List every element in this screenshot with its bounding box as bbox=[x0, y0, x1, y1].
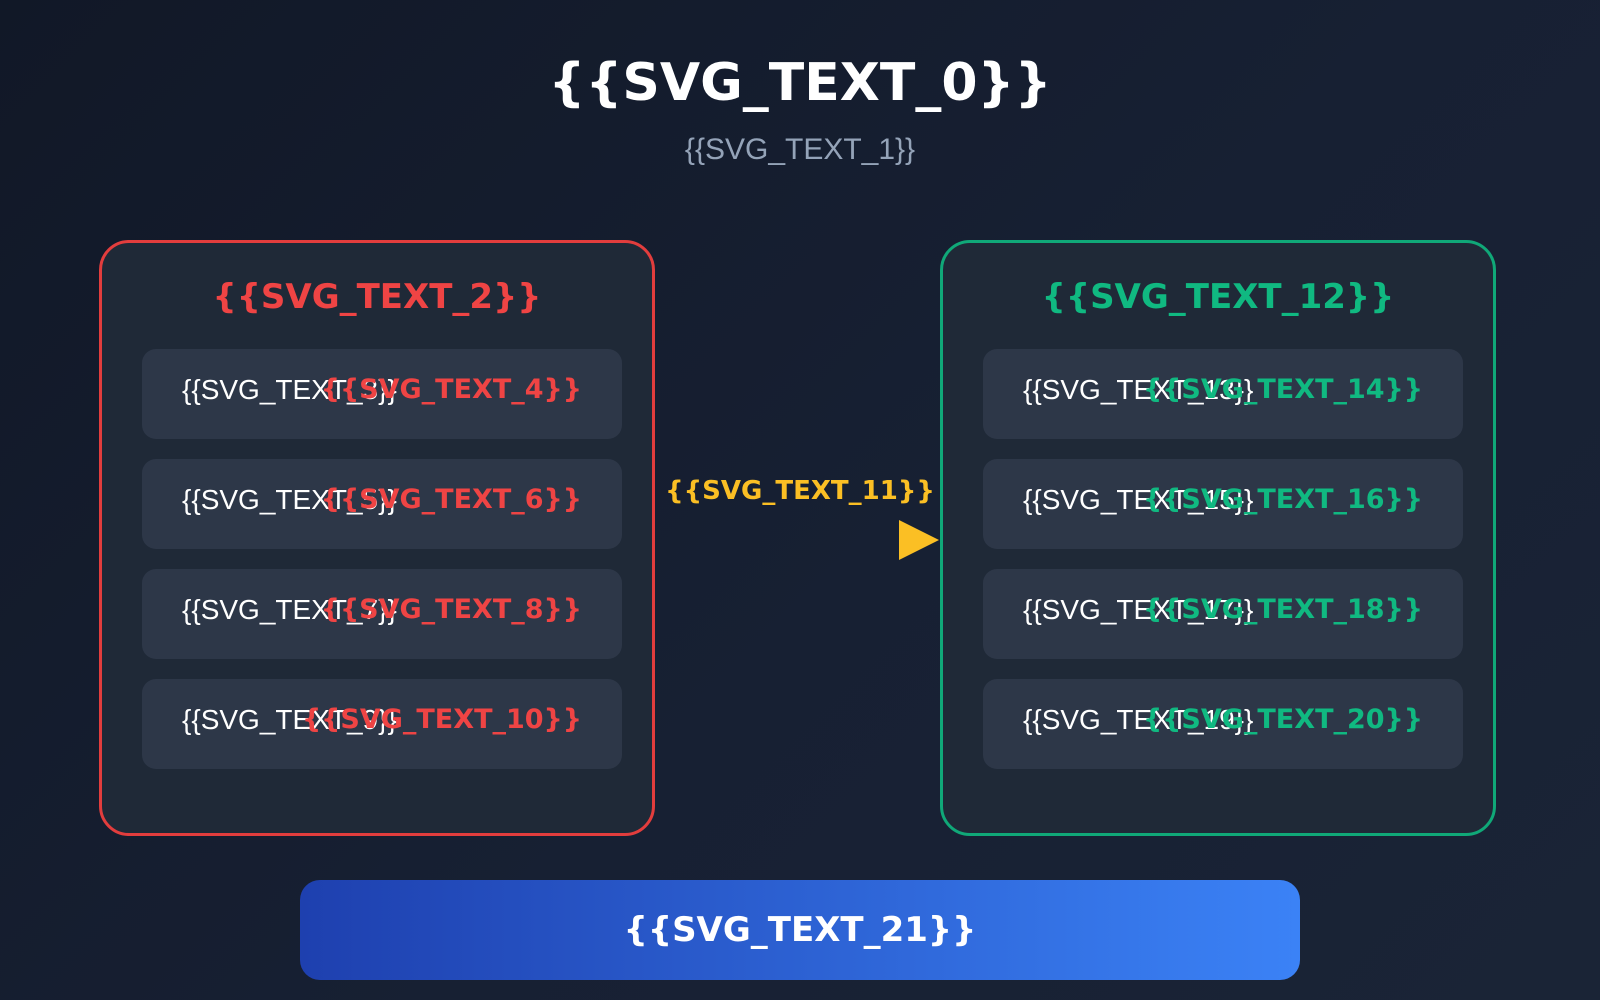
left-panel-title: {{SVG_TEXT_2}} bbox=[212, 277, 542, 317]
right-row-value: {{SVG_TEXT_18}} bbox=[1142, 594, 1423, 625]
right-row-value: {{SVG_TEXT_16}} bbox=[1142, 484, 1423, 515]
right-row-value: {{SVG_TEXT_14}} bbox=[1142, 374, 1423, 405]
right-row-label: {{SVG_TEXT_13}} bbox=[1023, 374, 1254, 405]
connector-label: {{SVG_TEXT_11}} bbox=[665, 476, 935, 506]
right-row-label: {{SVG_TEXT_17}} bbox=[1023, 594, 1254, 625]
left-row-label: {{SVG_TEXT_7}} bbox=[182, 594, 397, 625]
left-row-value: {{SVG_TEXT_10}} bbox=[301, 704, 582, 735]
left-row-value: {{SVG_TEXT_4}} bbox=[320, 374, 582, 405]
right-panel-row: {{SVG_TEXT_13}} {{SVG_TEXT_14}} bbox=[983, 349, 1463, 439]
right-row-label: {{SVG_TEXT_15}} bbox=[1023, 484, 1254, 515]
left-row-label: {{SVG_TEXT_5}} bbox=[182, 484, 397, 515]
left-panel-row: {{SVG_TEXT_7}} {{SVG_TEXT_8}} bbox=[142, 569, 622, 659]
left-panel-row: {{SVG_TEXT_3}} {{SVG_TEXT_4}} bbox=[142, 349, 622, 439]
left-panel-row: {{SVG_TEXT_9}} {{SVG_TEXT_10}} bbox=[142, 679, 622, 769]
left-panel: {{SVG_TEXT_2}} {{SVG_TEXT_3}} {{SVG_TEXT… bbox=[99, 240, 655, 836]
right-panel-row: {{SVG_TEXT_17}} {{SVG_TEXT_18}} bbox=[983, 569, 1463, 659]
right-panel-row: {{SVG_TEXT_15}} {{SVG_TEXT_16}} bbox=[983, 459, 1463, 549]
page-title: {{SVG_TEXT_0}} bbox=[548, 53, 1052, 113]
right-panel-row: {{SVG_TEXT_19}} {{SVG_TEXT_20}} bbox=[983, 679, 1463, 769]
left-row-value: {{SVG_TEXT_8}} bbox=[320, 594, 582, 625]
left-row-label: {{SVG_TEXT_9}} bbox=[182, 704, 397, 735]
footer-banner: {{SVG_TEXT_21}} bbox=[300, 880, 1300, 980]
arrow-right-icon bbox=[899, 520, 939, 560]
left-row-value: {{SVG_TEXT_6}} bbox=[320, 484, 582, 515]
right-row-value: {{SVG_TEXT_20}} bbox=[1142, 704, 1423, 735]
right-row-label: {{SVG_TEXT_19}} bbox=[1023, 704, 1254, 735]
left-panel-row: {{SVG_TEXT_5}} {{SVG_TEXT_6}} bbox=[142, 459, 622, 549]
right-panel-title: {{SVG_TEXT_12}} bbox=[1041, 277, 1395, 317]
left-row-label: {{SVG_TEXT_3}} bbox=[182, 374, 397, 405]
right-panel: {{SVG_TEXT_12}} {{SVG_TEXT_13}} {{SVG_TE… bbox=[940, 240, 1496, 836]
page-subtitle: {{SVG_TEXT_1}} bbox=[684, 133, 916, 166]
